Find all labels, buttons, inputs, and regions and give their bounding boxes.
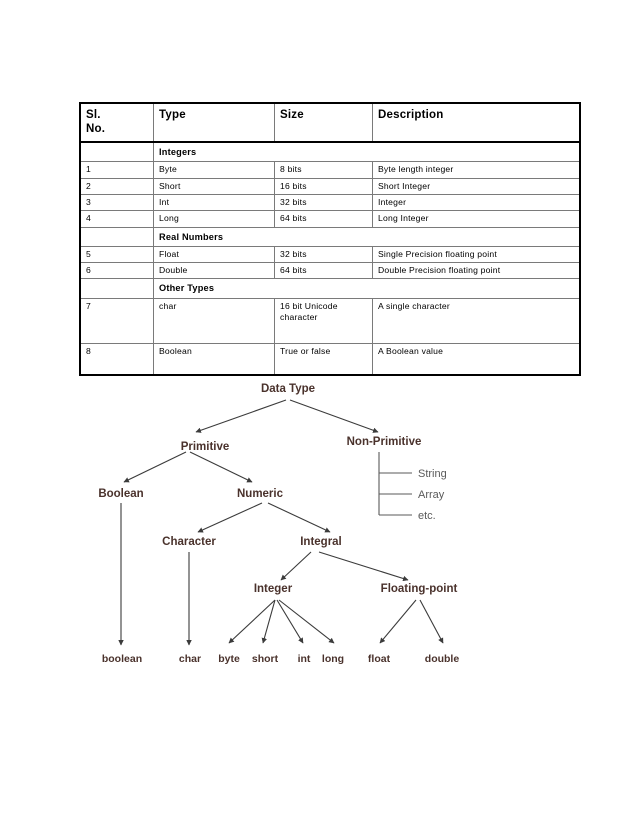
- leaf-label-long: long: [322, 653, 344, 665]
- leaf-label-float: float: [368, 653, 391, 665]
- data-type-hierarchy-diagram: Data Type Primitive Non-Primitive Boolea…: [0, 360, 638, 690]
- table-row: 5 Float 32 bits Single Precision floatin…: [79, 245, 581, 264]
- column-header-sl-no-line1: Sl.: [86, 109, 101, 121]
- cell-type: Int: [153, 193, 275, 212]
- cell-description: Integer: [372, 193, 581, 212]
- branch-label-array: Array: [418, 489, 445, 501]
- branch-label-string: String: [418, 468, 447, 480]
- leaf-label-double: double: [425, 653, 460, 665]
- edge-root-to-non-primitive: [289, 399, 379, 433]
- edge-integer-to-byte: [228, 599, 276, 644]
- leaf-label-int: int: [298, 653, 311, 665]
- node-label-numeric: Numeric: [237, 488, 284, 500]
- cell-size: 32 bits: [274, 193, 373, 212]
- table-row: 3 Int 32 bits Integer: [79, 193, 581, 212]
- cell-description: Single Precision floating point: [372, 245, 581, 264]
- table-row: 8 Boolean True or false A Boolean value: [79, 342, 581, 376]
- cell-description: Byte length integer: [372, 161, 581, 179]
- leaf-label-byte: byte: [218, 653, 240, 665]
- edge-integral-to-floating-point: [318, 551, 409, 582]
- node-label-character: Character: [162, 536, 216, 548]
- group-row-no-cell: [79, 226, 154, 247]
- cell-no: 8: [79, 342, 154, 376]
- branch-label-etc: etc.: [418, 510, 436, 522]
- edge-numeric-to-integral: [267, 502, 331, 533]
- group-row-no-cell: [79, 278, 154, 299]
- cell-description: A Boolean value: [372, 342, 581, 376]
- table-group-row-integers: Integers: [79, 141, 581, 163]
- cell-description: Long Integer: [372, 210, 581, 228]
- edge-floating-point-to-float: [379, 599, 417, 644]
- cell-type: Double: [153, 262, 275, 280]
- table-row: 2 Short 16 bits Short Integer: [79, 177, 581, 195]
- cell-size: 32 bits: [274, 245, 373, 264]
- cell-size: 16 bit Unicode character: [274, 297, 373, 344]
- cell-description: Short Integer: [372, 177, 581, 195]
- edge-root-to-primitive: [195, 399, 287, 433]
- cell-size: True or false: [274, 342, 373, 376]
- node-label-primitive: Primitive: [181, 441, 230, 453]
- table-row: 6 Double 64 bits Double Precision floati…: [79, 262, 581, 280]
- edge-integral-to-integer: [280, 551, 312, 581]
- cell-no: 7: [79, 297, 154, 344]
- table-row: 7 char 16 bit Unicode character A single…: [79, 297, 581, 344]
- group-label-other-types: Other Types: [153, 278, 581, 299]
- column-header-description: Description: [372, 102, 581, 144]
- cell-type: char: [153, 297, 275, 344]
- table-group-row-real-numbers: Real Numbers: [79, 226, 581, 247]
- edge-floating-point-to-double: [419, 599, 444, 644]
- node-label-boolean: Boolean: [98, 488, 143, 500]
- column-header-type: Type: [153, 102, 275, 144]
- data-types-table-container: Sl. No. Type Size Description Integers 1…: [79, 102, 581, 376]
- group-label-integers: Integers: [153, 141, 581, 163]
- cell-no: 6: [79, 262, 154, 280]
- cell-size: 8 bits: [274, 161, 373, 179]
- edge-integer-to-long: [278, 599, 335, 644]
- cell-no: 1: [79, 161, 154, 179]
- cell-type: Byte: [153, 161, 275, 179]
- table-row: 1 Byte 8 bits Byte length integer: [79, 161, 581, 179]
- cell-size: 16 bits: [274, 177, 373, 195]
- data-types-table: Sl. No. Type Size Description Integers 1…: [79, 102, 581, 376]
- column-header-size: Size: [274, 102, 373, 144]
- cell-type: Short: [153, 177, 275, 195]
- edge-primitive-to-numeric: [189, 451, 253, 483]
- group-label-real-numbers: Real Numbers: [153, 226, 581, 247]
- leaf-label-char: char: [179, 653, 201, 665]
- column-header-sl-no: Sl. No.: [79, 102, 154, 144]
- node-label-integer: Integer: [254, 583, 293, 595]
- node-label-non-primitive: Non-Primitive: [347, 436, 422, 448]
- node-label-floating-point: Floating-point: [381, 583, 458, 595]
- cell-no: 4: [79, 210, 154, 228]
- table-row: 4 Long 64 bits Long Integer: [79, 210, 581, 228]
- cell-type: Float: [153, 245, 275, 264]
- cell-size: 64 bits: [274, 262, 373, 280]
- cell-no: 2: [79, 177, 154, 195]
- node-label-data-type: Data Type: [261, 383, 315, 395]
- cell-type: Long: [153, 210, 275, 228]
- cell-description: A single character: [372, 297, 581, 344]
- node-label-integral: Integral: [300, 536, 342, 548]
- table-header-row: Sl. No. Type Size Description: [79, 102, 581, 144]
- edge-integer-to-short: [261, 599, 276, 644]
- edge-primitive-to-boolean: [123, 451, 187, 483]
- leaf-label-short: short: [252, 653, 279, 665]
- group-row-no-cell: [79, 141, 154, 163]
- cell-description: Double Precision floating point: [372, 262, 581, 280]
- cell-no: 3: [79, 193, 154, 212]
- leaf-label-boolean: boolean: [102, 653, 142, 665]
- edge-numeric-to-character: [197, 502, 263, 533]
- cell-size: 64 bits: [274, 210, 373, 228]
- table-group-row-other-types: Other Types: [79, 278, 581, 299]
- cell-no: 5: [79, 245, 154, 264]
- edge-integer-to-int: [276, 599, 304, 644]
- column-header-sl-no-line2: No.: [86, 123, 106, 136]
